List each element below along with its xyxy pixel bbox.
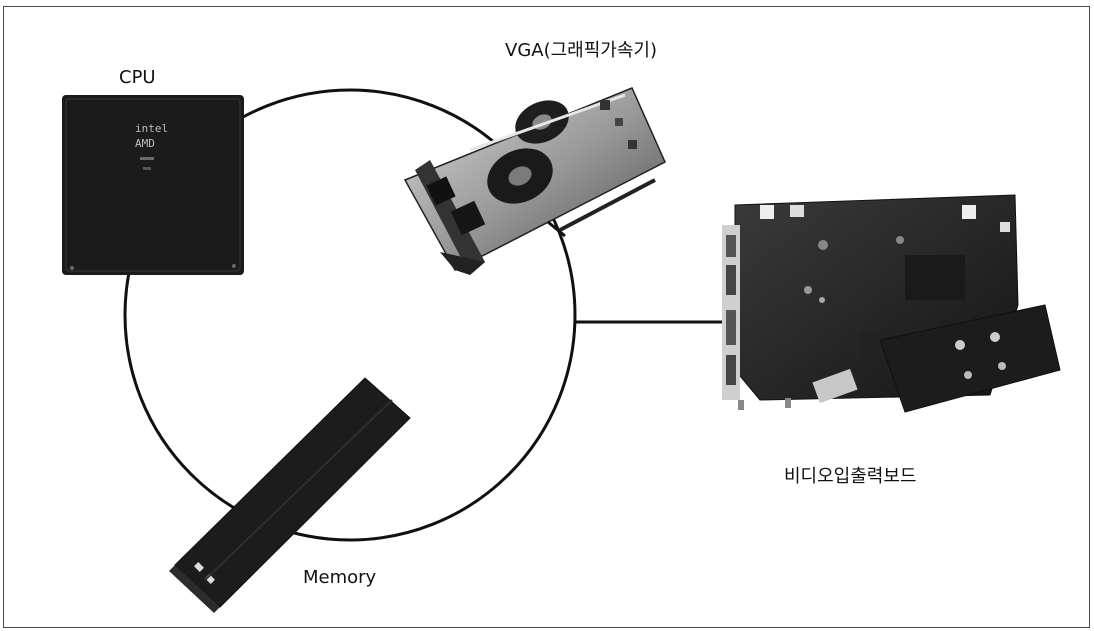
memory-label: Memory — [303, 567, 376, 588]
cpu-label: CPU — [119, 67, 156, 88]
cpu-chip: intel AMD — [62, 95, 244, 275]
cpu-chip-text-1: intel — [135, 122, 168, 135]
video-board-label: 비디오입출력보드 — [784, 462, 916, 488]
vga-card — [405, 88, 665, 275]
cpu-chip-text-2: AMD — [135, 137, 155, 150]
video-io-board — [722, 195, 1060, 412]
vga-label: VGA(그래픽가속기) — [505, 36, 657, 62]
